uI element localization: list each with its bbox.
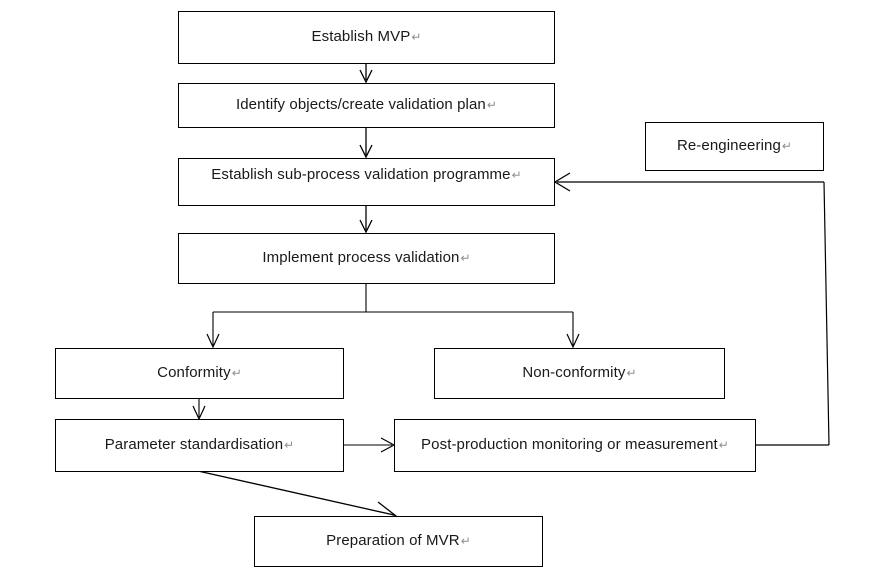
node-preparation-of-mvr-label: Preparation of MVR↵ xyxy=(326,532,471,550)
node-post-production-monitoring[interactable]: Post-production monitoring or measuremen… xyxy=(394,419,756,472)
paragraph-mark-icon: ↵ xyxy=(626,366,637,381)
paragraph-mark-icon: ↵ xyxy=(781,139,793,154)
paragraph-mark-icon: ↵ xyxy=(718,438,729,453)
node-establish-mvp-label: Establish MVP↵ xyxy=(311,28,422,46)
node-post-production-monitoring-label: Post-production monitoring or measuremen… xyxy=(421,436,729,454)
node-conformity[interactable]: Conformity↵ xyxy=(55,348,344,399)
connector-subprocess-to-implement xyxy=(359,205,373,234)
connector-param-to-postprod xyxy=(343,437,396,453)
paragraph-mark-icon: ↵ xyxy=(460,534,471,549)
node-implement-validation[interactable]: Implement process validation↵ xyxy=(178,233,555,284)
connector-conformity-to-param xyxy=(192,398,206,421)
node-establish-subprocess-label: Establish sub-process validation program… xyxy=(211,166,522,183)
node-parameter-standardisation-label: Parameter standardisation↵ xyxy=(104,436,295,454)
paragraph-mark-icon: ↵ xyxy=(460,251,471,266)
connector-identify-to-subprocess xyxy=(359,127,373,159)
node-conformity-label: Conformity↵ xyxy=(157,364,242,382)
node-preparation-of-mvr[interactable]: Preparation of MVR↵ xyxy=(254,516,543,567)
connector-param-to-mvr xyxy=(197,470,398,520)
connector-implement-split xyxy=(206,283,580,349)
paragraph-mark-icon: ↵ xyxy=(511,168,522,182)
node-non-conformity-label: Non-conformity↵ xyxy=(522,364,637,382)
connector-postprod-feedback-to-subprocess xyxy=(553,172,830,446)
node-parameter-standardisation[interactable]: Parameter standardisation↵ xyxy=(55,419,344,472)
node-re-engineering[interactable]: Re-engineering↵ xyxy=(645,122,824,171)
node-implement-validation-label: Implement process validation↵ xyxy=(262,249,471,267)
paragraph-mark-icon: ↵ xyxy=(231,366,242,381)
node-identify-objects-label: Identify objects/create validation plan↵ xyxy=(235,96,498,114)
paragraph-mark-icon: ↵ xyxy=(486,98,498,113)
node-establish-mvp[interactable]: Establish MVP↵ xyxy=(178,11,555,64)
node-identify-objects[interactable]: Identify objects/create validation plan↵ xyxy=(178,83,555,128)
node-establish-subprocess[interactable]: Establish sub-process validation program… xyxy=(178,158,555,206)
paragraph-mark-icon: ↵ xyxy=(411,30,422,45)
node-re-engineering-label: Re-engineering↵ xyxy=(676,137,793,155)
connector-mvp-to-identify xyxy=(359,63,373,84)
node-non-conformity[interactable]: Non-conformity↵ xyxy=(434,348,725,399)
paragraph-mark-icon: ↵ xyxy=(284,438,295,453)
